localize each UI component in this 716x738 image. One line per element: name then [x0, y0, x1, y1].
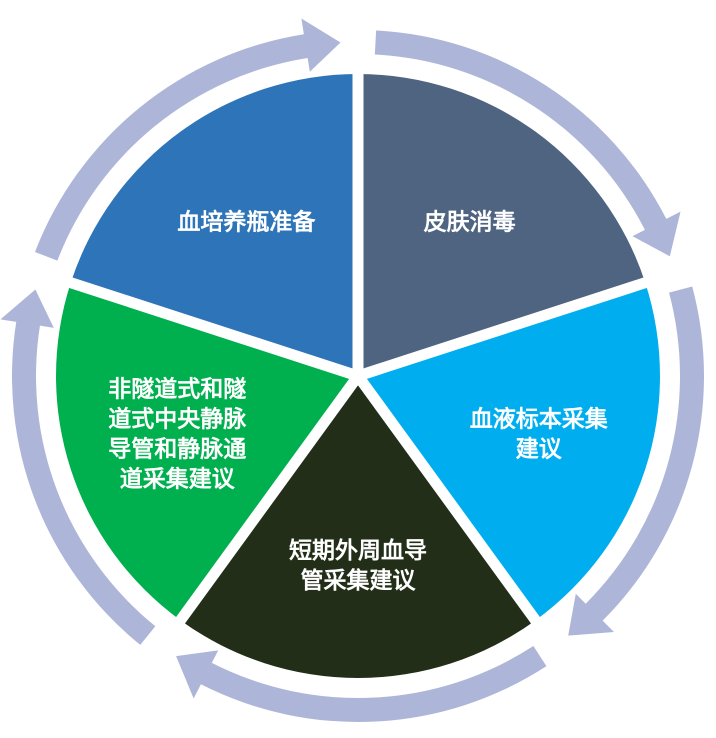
- label-line: 血培养瓶准备: [177, 208, 316, 235]
- segment-separator: [353, 372, 549, 635]
- cycle-arrow-blood-specimen-collection: [568, 286, 704, 636]
- label-short-peripheral-catheter: 短期外周血导管采集建议: [289, 537, 427, 594]
- label-line: 道采集建议: [120, 465, 236, 492]
- segment-separator: [356, 273, 661, 382]
- label-line: 道式中央静脉: [108, 405, 247, 432]
- center-hub: [351, 369, 365, 383]
- label-blood-specimen-collection: 血液标本采集建议: [470, 405, 609, 462]
- cycle-arrow-blood-culture-bottle-prep: [34, 18, 341, 261]
- segment-separator: [167, 372, 363, 635]
- label-blood-culture-bottle-prep: 血培养瓶准备: [177, 208, 316, 235]
- cycle-arrow-ring: [0, 18, 704, 723]
- label-line: 非隧道式和隧: [108, 375, 246, 402]
- label-line: 血液标本采集: [470, 405, 609, 432]
- cycle-arrow-skin-disinfection: [374, 30, 681, 257]
- label-line: 短期外周血导: [289, 537, 427, 564]
- label-line: 皮肤消毒: [424, 209, 516, 235]
- segment-separator: [55, 273, 360, 382]
- segment-blood-specimen-collection: [358, 282, 660, 621]
- segment-labels: 皮肤消毒血液标本采集建议短期外周血导管采集建议非隧道式和隧道式中央静脉导管和静脉…: [108, 208, 608, 594]
- cycle-arrow-central-venous-catheter: [0, 289, 156, 645]
- cycle-arrow-short-peripheral-catheter: [176, 646, 547, 723]
- label-line: 建议: [516, 436, 563, 462]
- pie-segments: [55, 60, 661, 678]
- segment-short-peripheral-catheter: [180, 376, 536, 678]
- label-skin-disinfection: 皮肤消毒: [424, 209, 516, 235]
- label-central-venous-catheter: 非隧道式和隧道式中央静脉导管和静脉通道采集建议: [108, 375, 247, 492]
- label-line: 导管和静脉通: [108, 435, 246, 462]
- segment-central-venous-catheter: [56, 282, 359, 621]
- label-line: 管采集建议: [301, 567, 417, 594]
